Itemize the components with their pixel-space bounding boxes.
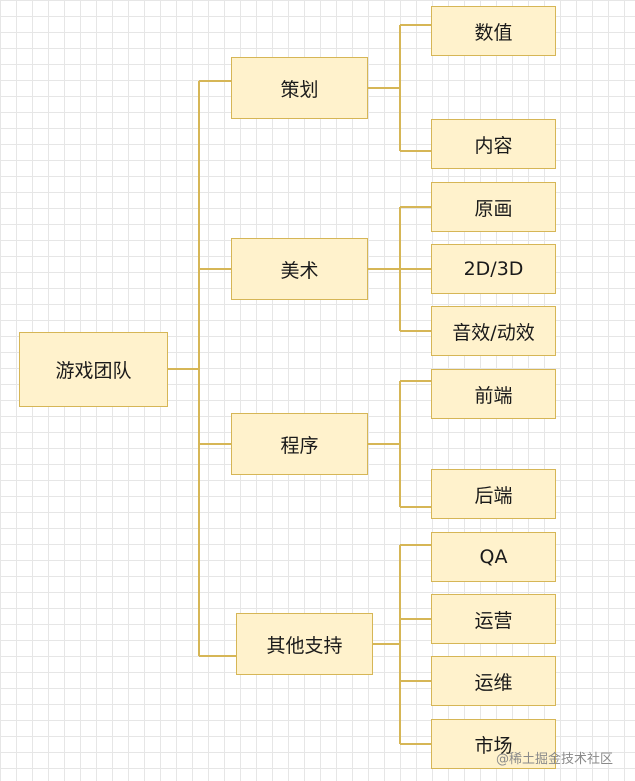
leaf-node: 原画 — [431, 182, 556, 232]
leaf-node: 内容 — [431, 119, 556, 169]
connector — [368, 24, 431, 152]
connector — [368, 380, 431, 508]
leaf-node: QA — [431, 532, 556, 582]
leaf-node: 后端 — [431, 469, 556, 519]
category-node-art: 美术 — [231, 238, 368, 300]
leaf-node: 运维 — [431, 656, 556, 706]
root-node: 游戏团队 — [19, 332, 168, 407]
leaf-node: 2D/3D — [431, 244, 556, 294]
connector — [373, 544, 431, 745]
connector — [368, 206, 431, 332]
leaf-node: 运营 — [431, 594, 556, 644]
leaf-node: 数值 — [431, 6, 556, 56]
leaf-node: 市场 — [431, 719, 556, 769]
category-node-other-support: 其他支持 — [236, 613, 373, 675]
category-node-programming: 程序 — [231, 413, 368, 475]
leaf-node: 音效/动效 — [431, 306, 556, 356]
leaf-node: 前端 — [431, 369, 556, 419]
watermark: @稀土掘金技术社区 — [495, 752, 613, 767]
category-node-planning: 策划 — [231, 57, 368, 119]
